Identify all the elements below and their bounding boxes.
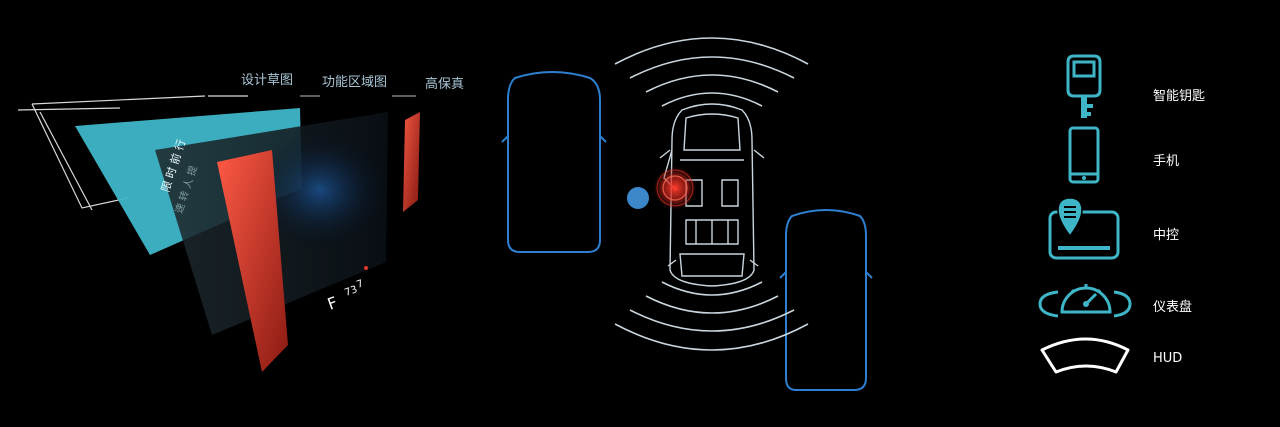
hud-icon [1040,337,1130,374]
dashboard-icon [1038,284,1132,318]
design-layers-illustration: F 73 7 [17,95,420,372]
device-label-center-console: 中控 [1153,228,1180,243]
device-label-phone: 手机 [1153,154,1180,169]
parked-car-right [779,209,873,391]
svg-text:F: F [325,293,340,314]
device-label-dashboard: 仪表盘 [1153,300,1193,315]
hifi-layer-label: 高保真 [425,77,465,92]
sketch-layer-label: 设计草图 [241,73,294,88]
device-label-hud: HUD [1153,351,1183,366]
svg-text:7: 7 [355,278,365,291]
sensor-waves-front [614,37,809,107]
device-item-car-key[interactable]: 智能钥匙 [1030,50,1250,120]
hifi-layer-edge [403,112,420,212]
car-key-icon [1066,54,1102,118]
center-console-icon [1048,197,1120,260]
device-item-dashboard[interactable]: 仪表盘 [1030,272,1250,328]
device-item-center-console[interactable]: 中控 [1030,196,1250,266]
svg-text:73: 73 [343,284,359,299]
ego-car [659,103,765,287]
sensor-waves-rear [614,281,809,351]
sketch-wireframe [17,95,248,211]
device-item-hud[interactable]: HUD [1030,332,1250,388]
door-alert-glow [653,166,697,210]
device-item-phone[interactable]: 手机 [1030,126,1250,186]
hifi-layer [217,150,288,372]
parked-car-left [501,71,607,253]
zones-layer-label: 功能区域图 [322,75,388,90]
obstacle-marker [627,187,649,209]
device-list: 智能钥匙 手机 中控 [1030,40,1270,420]
ego-car-open-door [663,149,677,191]
device-label-car-key: 智能钥匙 [1153,89,1206,104]
phone-icon [1068,126,1100,184]
